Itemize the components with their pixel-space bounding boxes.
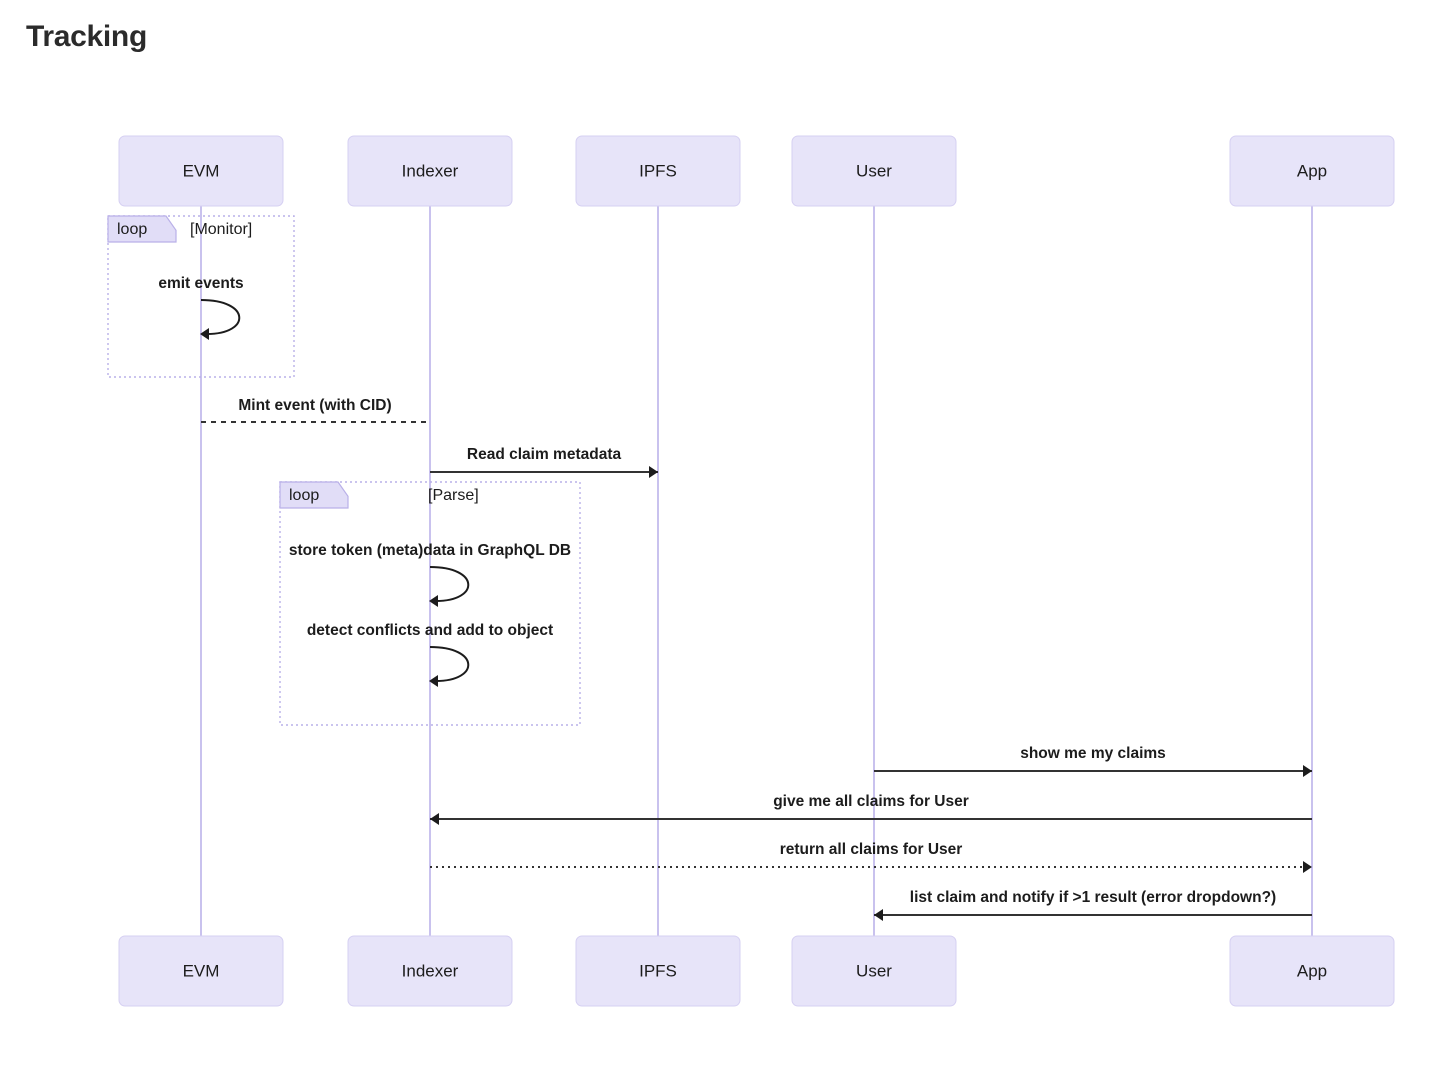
fragment-condition-label: [Monitor] [190,221,252,238]
message-label: emit events [158,275,243,292]
participant-bottom-indexer[interactable]: Indexer [347,935,513,1007]
participant-bottom-ipfs[interactable]: IPFS [575,935,741,1007]
message-label: Mint event (with CID) [238,397,391,414]
participants-bottom-layer: EVM Indexer IPFS User App [118,935,1395,1007]
arrowhead [200,328,209,340]
participant-label: EVM [183,961,220,980]
participant-label: User [856,961,892,980]
fragment-tab-label: loop [289,487,319,504]
fragment-condition-label: [Parse] [428,487,479,504]
message-label: show me my claims [1020,745,1166,762]
message-emit-events: emit events [158,275,244,340]
message-label: list claim and notify if >1 result (erro… [910,889,1276,906]
self-message-arc [429,646,470,682]
arrowhead [649,466,658,478]
participant-label: User [856,161,892,180]
participant-bottom-user[interactable]: User [791,935,957,1007]
message-label: Read claim metadata [467,446,622,463]
fragment-monitor-loop: loop [Monitor] [107,215,295,378]
message-detect-conflicts: detect conflicts and add to object [307,622,553,687]
message-store-token-data: store token (meta)data in GraphQL DB [289,542,571,607]
arrowhead [874,909,883,921]
participant-label: IPFS [639,161,677,180]
arrowhead [1303,861,1312,873]
participant-label: App [1297,961,1327,980]
message-give-all-claims: give me all claims for User [430,793,1312,825]
participant-top-user[interactable]: User [791,135,957,207]
participant-label: Indexer [402,161,459,180]
message-mint-event: Mint event (with CID) [201,397,430,423]
participant-top-ipfs[interactable]: IPFS [575,135,741,207]
participant-label: App [1297,161,1327,180]
participant-top-evm[interactable]: EVM [118,135,284,207]
lifelines-layer [200,206,1313,936]
participant-label: EVM [183,161,220,180]
arrowhead [430,813,439,825]
arrowhead [429,675,438,687]
participant-bottom-evm[interactable]: EVM [118,935,284,1007]
message-label: return all claims for User [780,841,963,858]
arrowhead [1303,765,1312,777]
participant-top-app[interactable]: App [1229,135,1395,207]
fragment-parse-loop: loop [Parse] [279,481,581,726]
self-message-arc [200,299,241,335]
fragment-tab-monitor-loop [107,215,177,243]
message-read-claim-metadata: Read claim metadata [430,446,658,478]
message-list-claim-notify: list claim and notify if >1 result (erro… [874,889,1312,921]
message-show-my-claims: show me my claims [874,745,1312,777]
participant-label: IPFS [639,961,677,980]
participant-label: Indexer [402,961,459,980]
page-title: Tracking [26,20,147,53]
participant-top-indexer[interactable]: Indexer [347,135,513,207]
message-label: store token (meta)data in GraphQL DB [289,542,571,559]
fragments-layer: loop [Monitor] loop [Parse] [107,215,581,726]
fragment-tab-parse-loop [279,481,349,509]
arrowhead [429,595,438,607]
message-label: give me all claims for User [773,793,969,810]
message-label: detect conflicts and add to object [307,622,553,639]
participant-bottom-app[interactable]: App [1229,935,1395,1007]
message-return-all-claims: return all claims for User [430,841,1312,873]
participants-top-layer: EVM Indexer IPFS User App [118,135,1395,207]
fragment-tab-label: loop [117,221,147,238]
self-message-arc [429,566,470,602]
